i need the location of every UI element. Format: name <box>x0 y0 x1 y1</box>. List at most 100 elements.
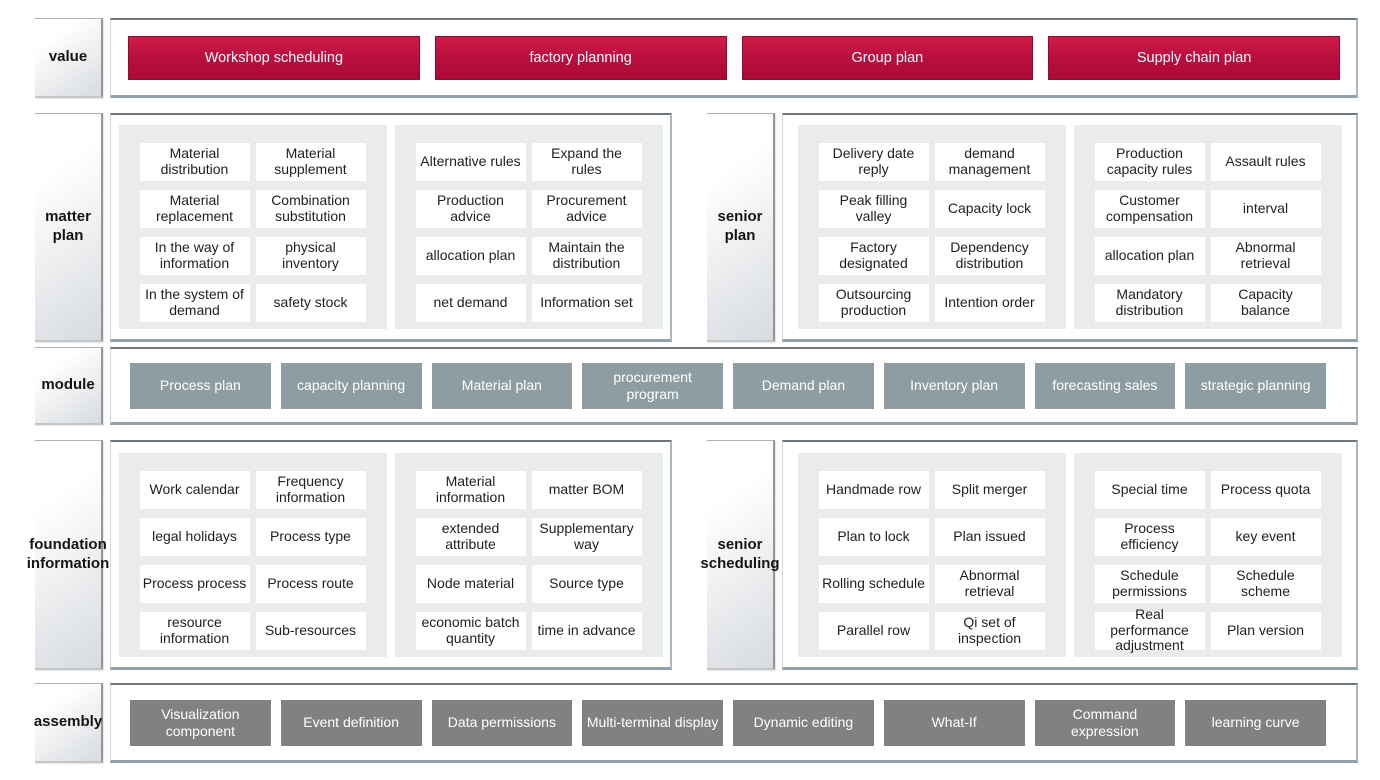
value-box-workshop-scheduling: Workshop scheduling <box>128 35 420 80</box>
foundation-information-body: Work calendar Frequency information lega… <box>111 442 670 667</box>
module-box: strategic planning <box>1185 362 1326 409</box>
feature-cell: Parallel row <box>818 611 929 650</box>
senior-plan-panel-1: Delivery date reply demand management Pe… <box>797 125 1066 329</box>
foundation-panel-2: Material information matter BOM extended… <box>394 452 663 657</box>
senior-plan-panel-2: Production capacity rules Assault rules … <box>1073 125 1342 329</box>
row-label-matter-plan: matter plan <box>35 113 103 342</box>
module-box-strip: Process plan capacity planning Material … <box>111 349 1356 422</box>
feature-cell: net demand <box>415 284 526 322</box>
feature-cell: Mandatory distribution <box>1094 284 1205 322</box>
module-box: Material plan <box>431 362 573 409</box>
assembly-row-container: Visualization component Event definition… <box>110 683 1358 763</box>
feature-cell: Process route <box>255 564 366 603</box>
assembly-box: learning curve <box>1185 699 1326 746</box>
feature-cell: Maintain the distribution <box>531 237 642 275</box>
feature-cell: Process quota <box>1210 470 1321 509</box>
assembly-box-strip: Visualization component Event definition… <box>111 685 1356 760</box>
feature-cell: Special time <box>1094 470 1205 509</box>
feature-cell: matter BOM <box>531 470 642 509</box>
feature-cell: economic batch quantity <box>415 611 526 650</box>
module-box: Process plan <box>130 362 271 409</box>
feature-cell: physical inventory <box>255 237 366 275</box>
feature-cell: key event <box>1210 517 1321 556</box>
feature-cell: Process process <box>139 564 250 603</box>
feature-cell: legal holidays <box>139 517 250 556</box>
feature-cell: Rolling schedule <box>818 564 929 603</box>
feature-cell: In the way of information <box>139 237 250 275</box>
module-box: forecasting sales <box>1034 362 1176 409</box>
feature-cell: Combination substitution <box>255 190 366 228</box>
feature-cell: Split merger <box>934 470 1045 509</box>
value-box-factory-planning: factory planning <box>434 35 727 80</box>
feature-cell: Plan to lock <box>818 517 929 556</box>
feature-cell: Dependency distribution <box>934 237 1045 275</box>
assembly-box: Multi-terminal display <box>582 699 723 746</box>
feature-cell: Abnormal retrieval <box>934 564 1045 603</box>
feature-cell: Supplementary way <box>531 517 642 556</box>
feature-cell: Capacity balance <box>1210 284 1321 322</box>
feature-cell: Material supplement <box>255 143 366 181</box>
feature-cell: In the system of demand <box>139 284 250 322</box>
feature-cell: Delivery date reply <box>818 143 929 181</box>
matter-plan-container: Material distribution Material supplemen… <box>110 113 672 342</box>
row-label-assembly: assembly <box>34 683 103 763</box>
value-button-strip: Workshop scheduling factory planning Gro… <box>111 20 1356 95</box>
foundation-panel-1: Work calendar Frequency information lega… <box>118 452 387 657</box>
assembly-box: Command expression <box>1034 699 1176 746</box>
feature-cell: Customer compensation <box>1094 190 1205 228</box>
feature-cell: Sub-resources <box>255 611 366 650</box>
feature-cell: resource information <box>139 611 250 650</box>
feature-cell: Outsourcing production <box>818 284 929 322</box>
feature-cell: Schedule permissions <box>1094 564 1205 603</box>
feature-cell: Production advice <box>415 190 526 228</box>
value-box-supply-chain-plan: Supply chain plan <box>1048 35 1340 80</box>
feature-cell: Capacity lock <box>934 190 1045 228</box>
module-box: capacity planning <box>280 362 422 409</box>
feature-cell: interval <box>1210 190 1321 228</box>
feature-cell: Abnormal retrieval <box>1210 237 1321 275</box>
feature-cell: Intention order <box>934 284 1045 322</box>
value-box-group-plan: Group plan <box>741 35 1034 80</box>
assembly-box: Data permissions <box>431 699 573 746</box>
feature-cell: demand management <box>934 143 1045 181</box>
value-row-container: Workshop scheduling factory planning Gro… <box>110 18 1358 98</box>
feature-cell: Schedule scheme <box>1210 564 1321 603</box>
senior-scheduling-panel-1: Handmade row Split merger Plan to lock P… <box>797 452 1066 657</box>
matter-plan-panel-2: Alternative rules Expand the rules Produ… <box>394 125 663 329</box>
feature-cell: allocation plan <box>1094 237 1205 275</box>
senior-plan-body: Delivery date reply demand management Pe… <box>783 115 1356 339</box>
feature-cell: Node material <box>415 564 526 603</box>
senior-scheduling-container: Handmade row Split merger Plan to lock P… <box>782 440 1358 670</box>
feature-cell: Expand the rules <box>531 143 642 181</box>
feature-cell: Process type <box>255 517 366 556</box>
feature-cell: Factory designated <box>818 237 929 275</box>
senior-scheduling-panel-2: Special time Process quota Process effic… <box>1073 452 1342 657</box>
row-label-foundation-information: foundation information <box>27 440 109 670</box>
matter-plan-body: Material distribution Material supplemen… <box>111 115 670 339</box>
row-label-senior-plan: senior plan <box>707 113 775 342</box>
feature-cell: Source type <box>531 564 642 603</box>
feature-cell: Assault rules <box>1210 143 1321 181</box>
row-label-module: module <box>35 347 103 425</box>
module-row-container: Process plan capacity planning Material … <box>110 347 1358 425</box>
assembly-box: What-If <box>883 699 1025 746</box>
feature-cell: Plan version <box>1210 611 1321 650</box>
module-box: procurement program <box>582 362 723 409</box>
senior-plan-container: Delivery date reply demand management Pe… <box>782 113 1358 342</box>
feature-cell: Handmade row <box>818 470 929 509</box>
foundation-information-container: Work calendar Frequency information lega… <box>110 440 672 670</box>
feature-cell: Work calendar <box>139 470 250 509</box>
feature-cell: Information set <box>531 284 642 322</box>
assembly-box: Event definition <box>280 699 422 746</box>
module-box: Inventory plan <box>883 362 1025 409</box>
feature-cell: Material replacement <box>139 190 250 228</box>
feature-cell: Production capacity rules <box>1094 143 1205 181</box>
senior-scheduling-body: Handmade row Split merger Plan to lock P… <box>783 442 1356 667</box>
module-box: Demand plan <box>733 362 874 409</box>
assembly-box: Dynamic editing <box>733 699 874 746</box>
feature-cell: Procurement advice <box>531 190 642 228</box>
row-label-value: value <box>35 18 103 98</box>
feature-cell: Material distribution <box>139 143 250 181</box>
feature-cell: Alternative rules <box>415 143 526 181</box>
